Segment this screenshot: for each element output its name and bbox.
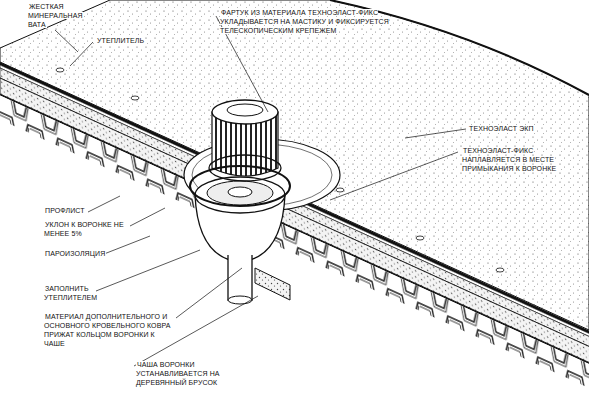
callout-label: ПАРОИЗОЛЯЦИЯ xyxy=(44,249,124,258)
callout-label: МАТЕРИАЛ ДОПОЛНИТЕЛЬНОГО И ОСНОВНОГО КРО… xyxy=(44,312,178,348)
callout-label: ТЕХНОЭЛАСТ ЭКП xyxy=(468,124,578,133)
callout-text: УКЛОН К ВОРОНКЕ НЕ МЕНЕЕ 5% xyxy=(44,221,124,237)
callout-text: УТЕПЛИТЕЛЬ xyxy=(96,37,145,44)
callout-label: ТЕХНОЭЛАСТ-ФИКС НАПЛАВЛЯЕТСЯ В МЕСТЕ ПРИ… xyxy=(462,146,586,173)
callout-label: ПРОФЛИСТ xyxy=(44,206,124,215)
callout-label: УТЕПЛИТЕЛЬ xyxy=(96,36,176,45)
callout-text: ТЕХНОЭЛАСТ-ФИКС НАПЛАВЛЯЕТСЯ В МЕСТЕ ПРИ… xyxy=(462,147,557,172)
callout-text: ЖЕСТКАЯ МИНЕРАЛЬНАЯ ВАТА xyxy=(28,3,83,28)
callout-text: ТЕХНОЭЛАСТ ЭКП xyxy=(468,125,535,132)
callout-text: ПРОФЛИСТ xyxy=(44,207,86,214)
callout-text: ЧАША ВОРОНКИ УСТАНАВЛИВАЕТСЯ НА ДЕРЕВЯНН… xyxy=(136,361,220,386)
callout-text: ФАРТУК ИЗ МАТЕРИАЛА ТЕХНОЭЛАСТ-ФИКС УКЛА… xyxy=(220,9,389,34)
callout-label: ЧАША ВОРОНКИ УСТАНАВЛИВАЕТСЯ НА ДЕРЕВЯНН… xyxy=(136,360,246,387)
callout-label: УКЛОН К ВОРОНКЕ НЕ МЕНЕЕ 5% xyxy=(44,220,134,238)
callout-label: ЖЕСТКАЯ МИНЕРАЛЬНАЯ ВАТА xyxy=(28,2,88,29)
callout-label: ФАРТУК ИЗ МАТЕРИАЛА ТЕХНОЭЛАСТ-ФИКС УКЛА… xyxy=(220,8,420,35)
callout-label: ЗАПОЛНИТЬ УТЕПЛИТЕЛЕМ xyxy=(44,284,106,302)
callout-text: ПАРОИЗОЛЯЦИЯ xyxy=(44,250,106,257)
callout-text: МАТЕРИАЛ ДОПОЛНИТЕЛЬНОГО И ОСНОВНОГО КРО… xyxy=(44,313,171,347)
callout-text: ЗАПОЛНИТЬ УТЕПЛИТЕЛЕМ xyxy=(44,285,98,301)
